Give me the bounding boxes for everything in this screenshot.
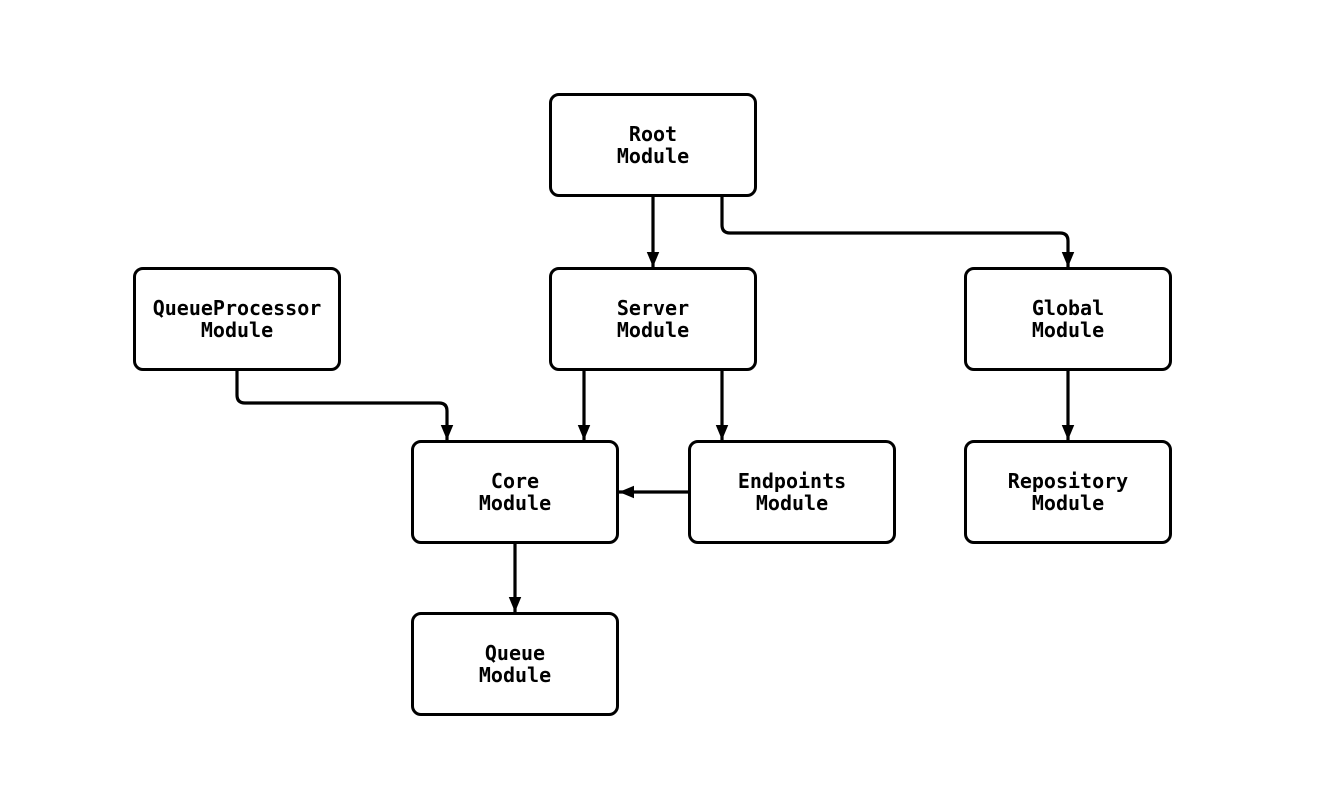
node-queueprocessor-module: QueueProcessor Module (133, 267, 341, 371)
node-root-module-label: Root Module (616, 122, 690, 168)
node-endpoints-module: Endpoints Module (688, 440, 896, 544)
node-core-module: Core Module (411, 440, 619, 544)
edge-root-to-global (720, 197, 1075, 267)
node-endpoints-module-label: Endpoints Module (737, 469, 847, 515)
node-server-module: Server Module (549, 267, 757, 371)
node-repository-module: Repository Module (964, 440, 1172, 544)
edge-queueprocessor-to-core (235, 371, 454, 440)
node-server-module-label: Server Module (616, 296, 690, 342)
node-core-module-label: Core Module (478, 469, 552, 515)
node-queue-module: Queue Module (411, 612, 619, 716)
node-repository-module-label: Repository Module (1007, 469, 1129, 515)
node-queue-module-label: Queue Module (478, 641, 552, 687)
node-root-module: Root Module (549, 93, 757, 197)
node-global-module: Global Module (964, 267, 1172, 371)
node-global-module-label: Global Module (1031, 296, 1105, 342)
node-queueprocessor-module-label: QueueProcessor Module (152, 296, 322, 342)
